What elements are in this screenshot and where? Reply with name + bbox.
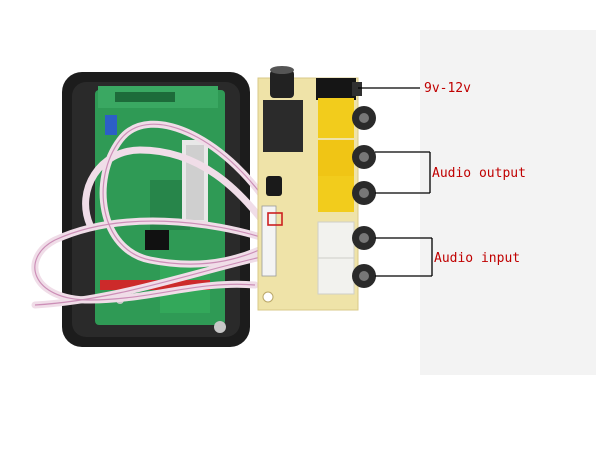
power-jack-icon (316, 78, 362, 100)
power-label: 9v-12v (424, 81, 471, 96)
audio-output-label: Audio output (432, 166, 526, 181)
annotation-lines (358, 87, 433, 277)
rca-jack-icon (318, 98, 376, 212)
rca-jack-icon (317, 221, 376, 295)
audio-input-label: Audio input (434, 251, 521, 266)
capacitor-icon (263, 66, 303, 196)
photo-backdrop (420, 30, 596, 375)
